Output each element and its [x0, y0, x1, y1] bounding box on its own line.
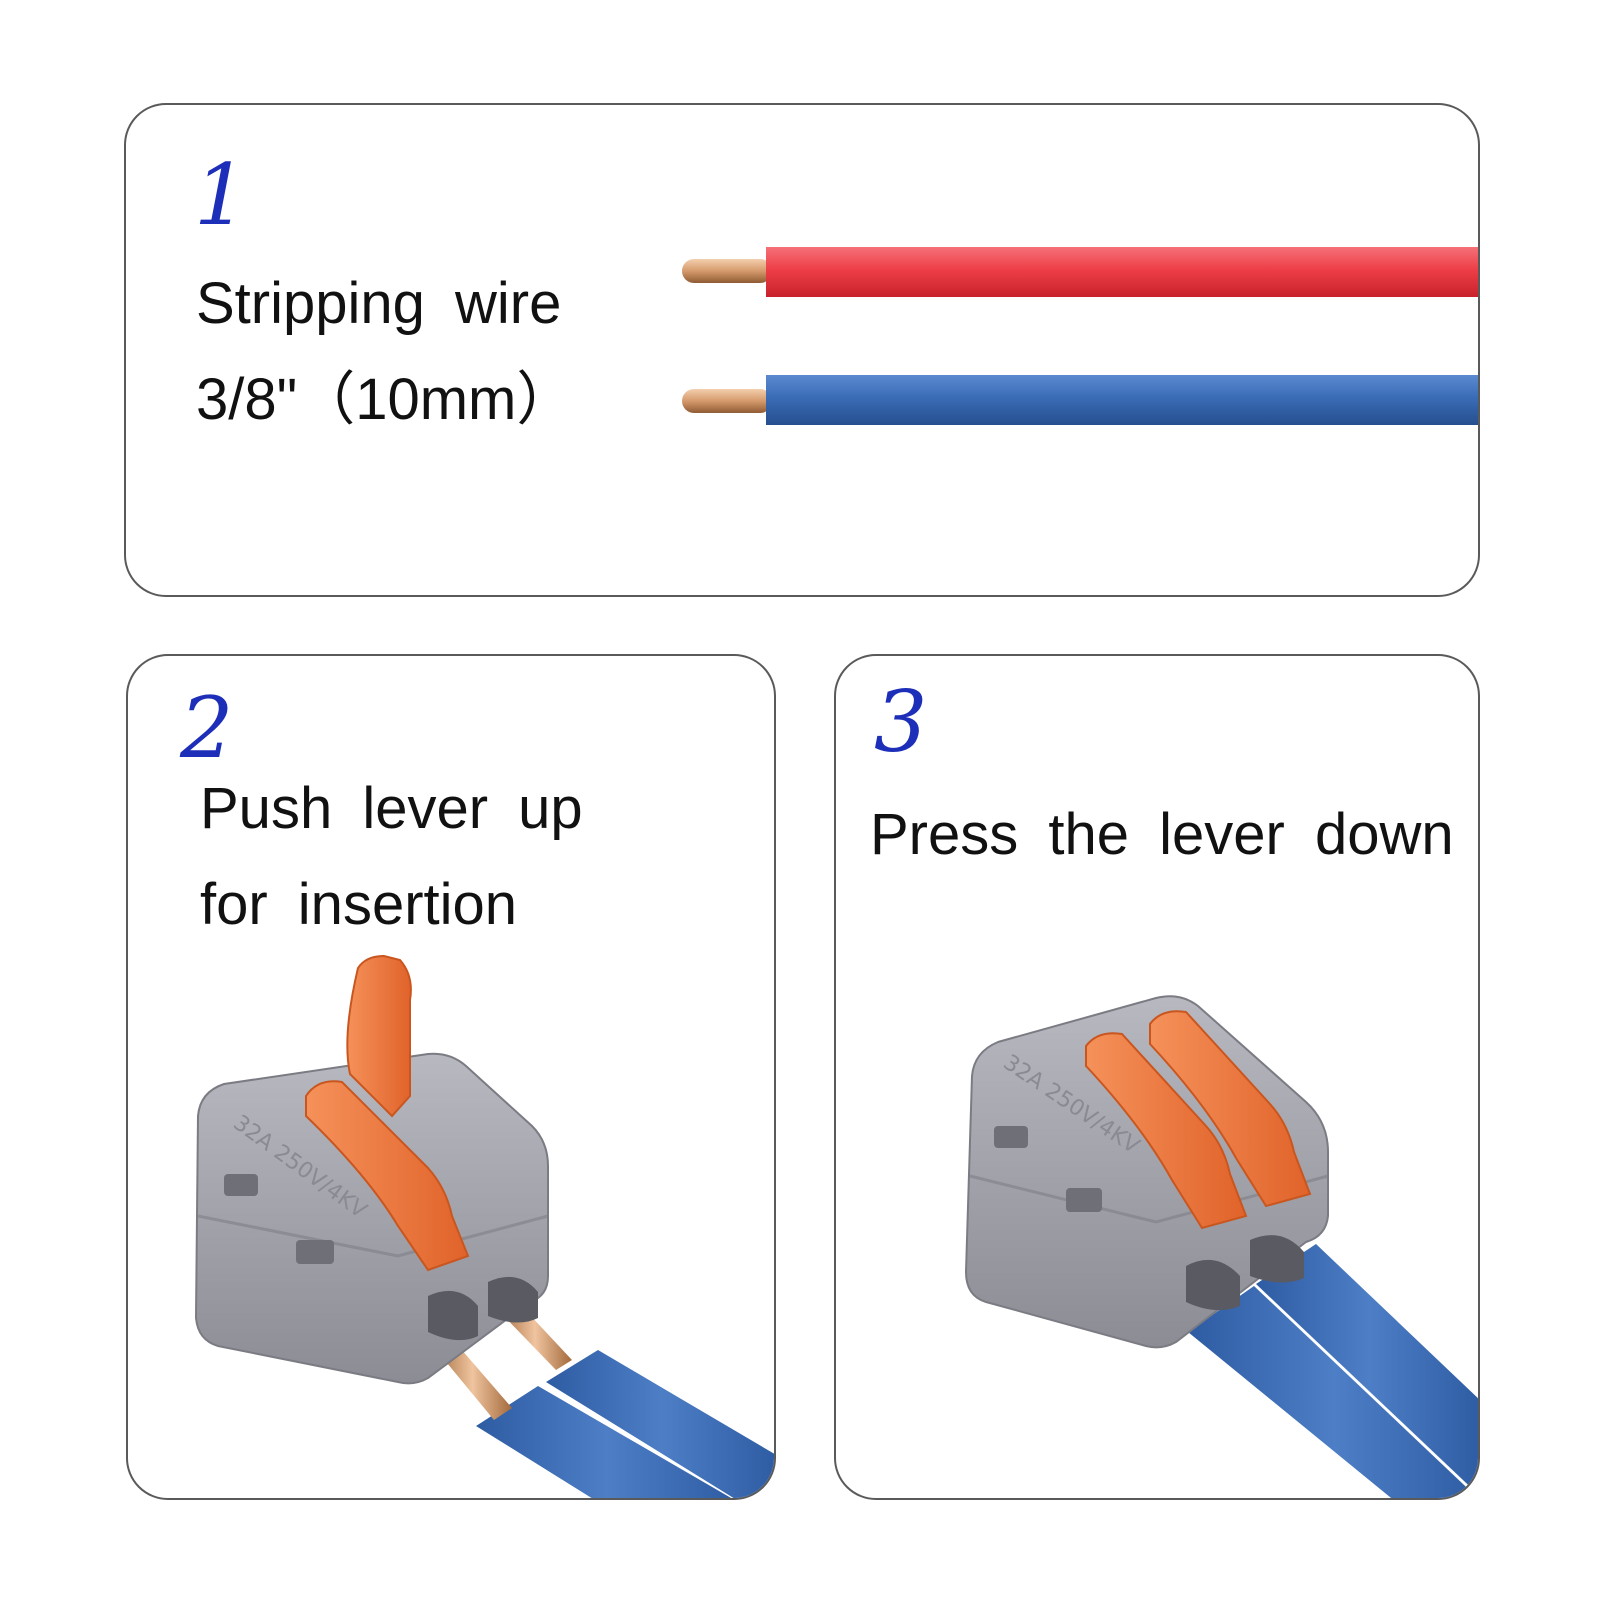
- housing-seam: [197, 1214, 549, 1258]
- step-3-number: 3: [874, 673, 928, 771]
- step-1-line-1: Stripping wire: [196, 271, 562, 336]
- wire-entry-right: [1250, 1235, 1304, 1283]
- step-1-line-2: 3/8"（10mm）: [196, 367, 575, 432]
- wire-entry-left: [428, 1290, 478, 1341]
- connector-housing: [194, 1052, 549, 1385]
- step-1-number: 1: [194, 146, 248, 244]
- lever-right-down: [1149, 1010, 1312, 1208]
- test-slot-upper: [994, 1126, 1028, 1148]
- step-2-panel: 2 Push lever up for insertion: [126, 654, 776, 1500]
- step-3-line-1: Press the lever down: [870, 802, 1454, 867]
- lever-up: [346, 954, 412, 1118]
- test-slot-upper: [224, 1174, 258, 1196]
- wire-entry-left: [1186, 1259, 1240, 1311]
- wire-entry-right: [488, 1276, 538, 1323]
- stripped-wires-illustration: [682, 247, 1478, 425]
- step-2-line-2: for insertion: [200, 872, 518, 937]
- blue-wire-left: [476, 1386, 732, 1498]
- lever-down: [305, 1080, 470, 1272]
- test-slot-lower: [1066, 1188, 1102, 1212]
- step-1-panel: 1 Stripping wire 3/8"（10mm）: [124, 103, 1480, 597]
- red-wire: [682, 247, 1478, 297]
- blue-wire-insulation: [766, 375, 1478, 425]
- red-wire-insulation: [766, 247, 1478, 297]
- blue-wire-left: [1188, 1286, 1478, 1498]
- step-3-panel: 3 Press the lever down: [834, 654, 1480, 1500]
- blue-wire: [682, 375, 1478, 425]
- test-slot-lower: [296, 1240, 334, 1264]
- red-wire-copper-tip: [682, 259, 772, 283]
- lever-left-down: [1085, 1032, 1248, 1230]
- blue-wire-right: [1256, 1244, 1478, 1495]
- connector-lever-down-illustration: 32A 250V/4KV: [964, 995, 1478, 1498]
- step-2-number: 2: [180, 679, 234, 777]
- step-2-line-1: Push lever up: [200, 776, 583, 841]
- connector-lever-up-illustration: 32A 250V/4KV: [194, 954, 774, 1498]
- blue-wire-right: [546, 1350, 774, 1498]
- blue-wire-copper-tip: [682, 389, 772, 413]
